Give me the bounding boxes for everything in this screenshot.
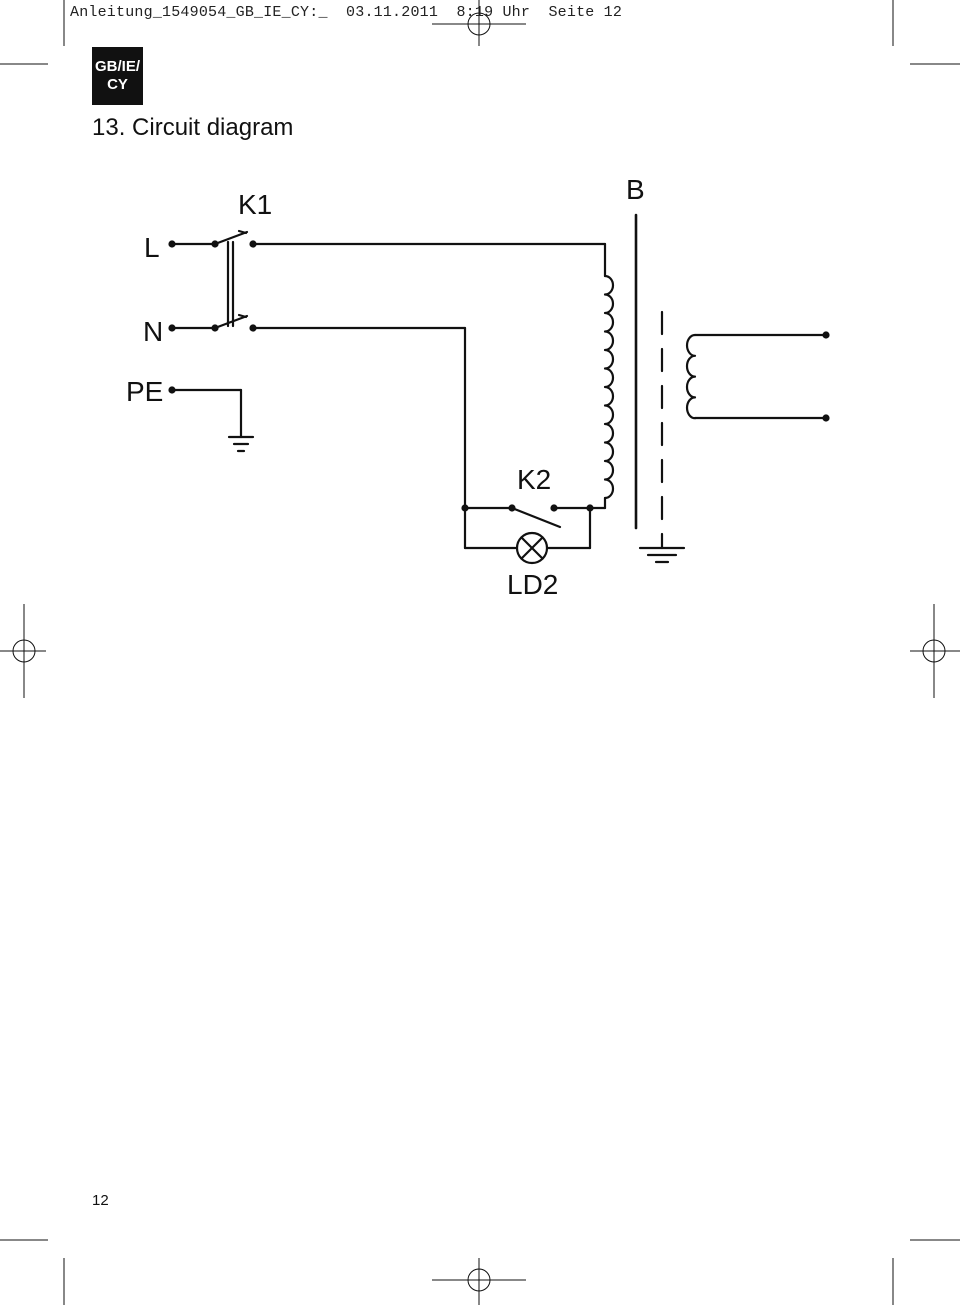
ground-symbol-pe xyxy=(227,435,255,453)
transformer-primary-coil xyxy=(603,274,615,500)
registration-mark-right xyxy=(910,604,960,698)
registration-mark-top xyxy=(432,0,526,46)
k2-contact xyxy=(510,506,562,529)
language-badge: GB/IE/ CY xyxy=(92,47,143,105)
label-pe: PE xyxy=(126,376,163,407)
label-k2: K2 xyxy=(517,464,551,495)
lamp-ld2-symbol xyxy=(515,531,549,565)
k1-contact-l-stop xyxy=(237,229,248,235)
language-badge-line1: GB/IE/ xyxy=(94,58,140,75)
junction-dots xyxy=(168,240,830,512)
ground-symbol-shield xyxy=(638,546,686,564)
transformer-secondary-coil xyxy=(685,333,697,420)
k1-contact-l xyxy=(213,230,249,246)
registration-mark-bottom xyxy=(432,1258,526,1305)
label-ld2: LD2 xyxy=(507,569,558,600)
page-title: 13. Circuit diagram xyxy=(92,114,294,141)
language-badge-line2: CY xyxy=(107,76,128,93)
label-l: L xyxy=(144,232,160,263)
label-n: N xyxy=(143,316,163,347)
label-k1: K1 xyxy=(238,189,272,220)
print-slug-header: Anleitung_1549054_GB_IE_CY:_ 03.11.2011 … xyxy=(70,4,623,21)
page-number: 12 xyxy=(92,1192,109,1209)
k1-contact-n xyxy=(213,314,249,330)
label-b: B xyxy=(626,174,645,205)
registration-mark-left xyxy=(0,604,46,698)
k1-contact-n-stop xyxy=(237,313,248,319)
